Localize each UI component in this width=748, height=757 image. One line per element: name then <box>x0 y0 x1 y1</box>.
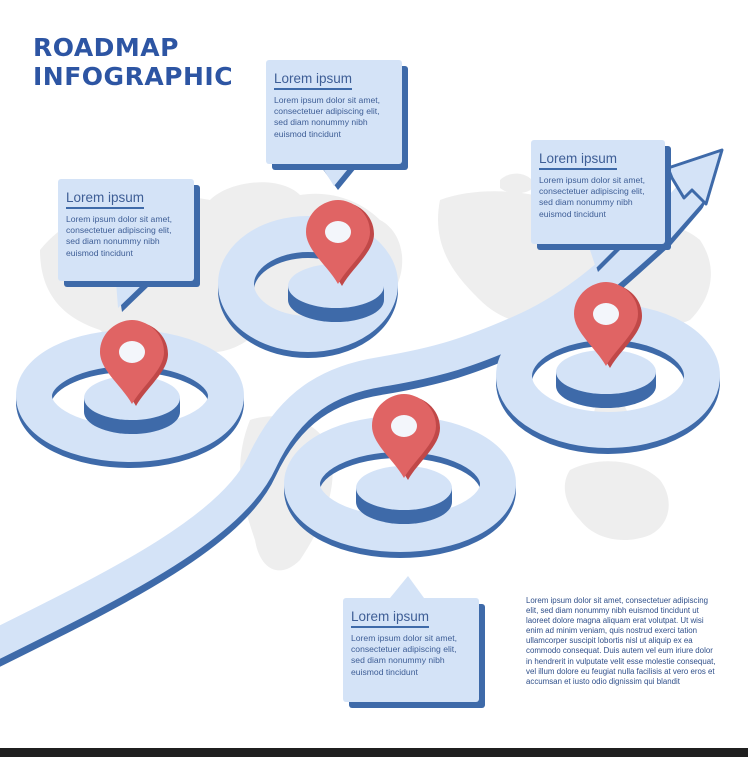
location-pin-icon <box>306 200 374 286</box>
page-title: ROADMAP INFOGRAPHIC <box>33 33 233 91</box>
title-line-2: INFOGRAPHIC <box>33 62 234 91</box>
callout-heading: Lorem ipsum <box>539 151 618 170</box>
location-pin-icon <box>574 282 642 368</box>
callout-heading: Lorem ipsum <box>351 609 430 628</box>
pedestal-3 <box>356 466 452 524</box>
callout-text: Lorem ipsum dolor sit amet, consectetuer… <box>66 214 173 258</box>
callout-4: Lorem ipsum Lorem ipsum dolor sit amet, … <box>343 598 479 702</box>
footer-bar <box>0 748 748 757</box>
callout-2: Lorem ipsum Lorem ipsum dolor sit amet, … <box>266 60 402 164</box>
callout-tails <box>116 164 622 598</box>
callout-text: Lorem ipsum dolor sit amet, consectetuer… <box>539 175 646 219</box>
callout-heading: Lorem ipsum <box>274 71 353 90</box>
callout-3: Lorem ipsum Lorem ipsum dolor sit amet, … <box>531 140 665 244</box>
body-paragraph: Lorem ipsum dolor sit amet, consectetuer… <box>526 596 716 686</box>
roadmap-arrow-head <box>666 148 724 206</box>
callout-text: Lorem ipsum dolor sit amet, consectetuer… <box>351 633 458 677</box>
title-line-1: ROADMAP <box>33 33 179 62</box>
callout-text: Lorem ipsum dolor sit amet, consectetuer… <box>274 95 381 139</box>
callout-1: Lorem ipsum Lorem ipsum dolor sit amet, … <box>58 179 194 281</box>
location-pin-icon <box>100 320 168 406</box>
callout-heading: Lorem ipsum <box>66 190 145 209</box>
pedestal-2 <box>288 264 384 322</box>
location-pin-icon <box>372 394 440 480</box>
pedestal-4 <box>556 350 656 408</box>
